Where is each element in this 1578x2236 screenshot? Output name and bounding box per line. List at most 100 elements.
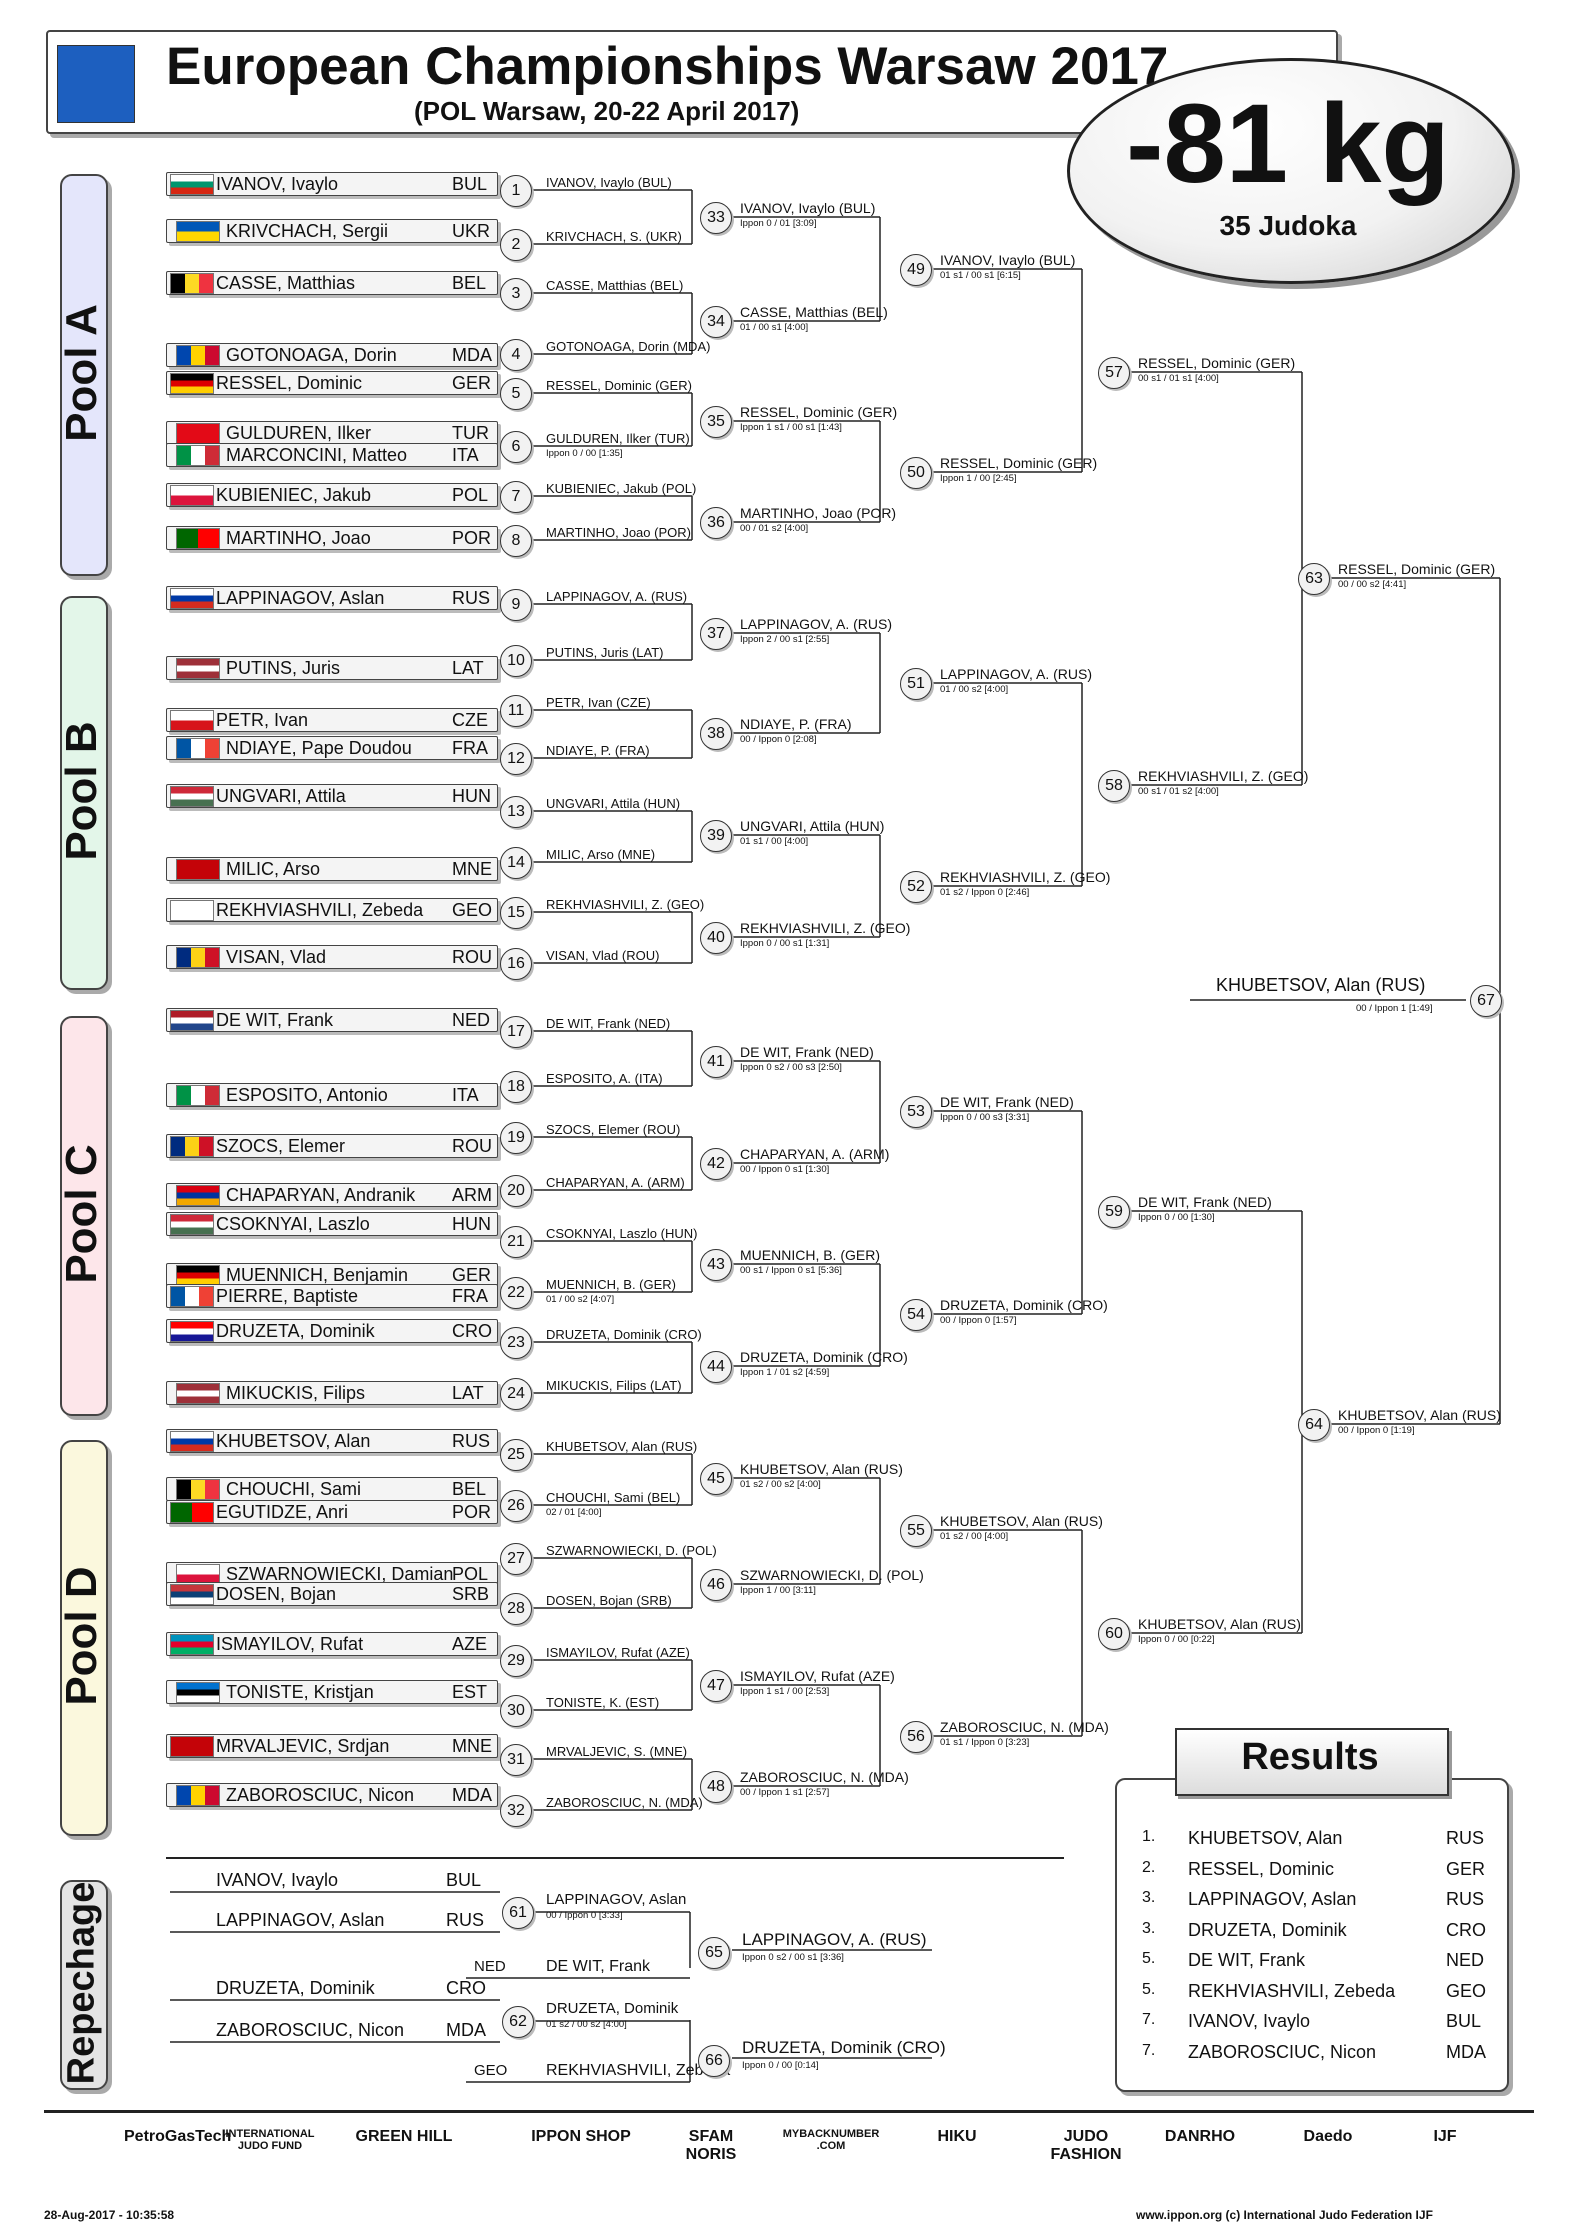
entry-name: MUENNICH, Benjamin <box>226 1265 409 1285</box>
entry-box <box>166 1500 498 1524</box>
match-score: 01 s2 / 00 s2 [4:00] <box>546 2019 627 2030</box>
entry-name: ISMAYILOV, Rufat <box>216 1634 364 1654</box>
match-result: ZABOROSCIUC, N. (MDA) <box>546 1795 703 1810</box>
match-winner: KHUBETSOV, Alan (RUS) <box>1338 1407 1501 1423</box>
entry-name: DE WIT, Frank <box>216 1010 334 1030</box>
match-result: VISAN, Vlad (ROU) <box>546 948 660 963</box>
match-result: CHOUCHI, Sami (BEL) <box>546 1490 681 1505</box>
repechage-winner: DRUZETA, Dominik <box>546 2000 679 2017</box>
match-winner: IVANOV, Ivaylo (BUL) <box>740 200 876 216</box>
entry-box <box>166 708 498 732</box>
pool-label: Pool C <box>57 1144 106 1284</box>
entry-box <box>166 857 498 881</box>
match-circle: 16 <box>500 948 532 980</box>
sponsor-logo: DANRHO <box>1164 2128 1236 2145</box>
match-circle: 32 <box>500 1795 532 1827</box>
match-score: Ippon 0 s2 / 00 s1 [3:36] <box>742 1952 844 1963</box>
match-circle: 50 <box>900 457 932 489</box>
match-winner: DE WIT, Frank (NED) <box>940 1094 1074 1110</box>
flag-icon <box>176 1185 220 1206</box>
match-winner: DE WIT, Frank (NED) <box>740 1044 874 1060</box>
pool-frame <box>60 596 108 990</box>
match-circle: 52 <box>900 871 932 903</box>
match-score: Ippon 0 / 00 s3 [3:31] <box>940 1112 1030 1123</box>
results-banner <box>1175 1728 1449 1796</box>
match-winner: ZABOROSCIUC, N. (MDA) <box>740 1769 909 1785</box>
entry-name: KRIVCHACH, Sergii <box>226 221 389 241</box>
repechage-label: Repechage <box>60 1881 103 2085</box>
match-winner: RESSEL, Dominic (GER) <box>1138 355 1296 371</box>
entry-country: POR <box>452 528 492 548</box>
flag-icon <box>170 588 214 609</box>
repechage-opp-country: NED <box>474 1958 506 1975</box>
entry-name: DOSEN, Bojan <box>216 1584 337 1604</box>
match-circle: 34 <box>700 306 732 338</box>
repechage-name: IVANOV, Ivaylo <box>216 1870 339 1890</box>
match-winner: UNGVARI, Attila (HUN) <box>740 818 885 834</box>
entry-box <box>166 172 498 196</box>
match-circle: 46 <box>700 1569 732 1601</box>
ejc-logo <box>57 45 135 123</box>
match-circle: 54 <box>900 1299 932 1331</box>
results-place: 3. <box>1142 1889 1156 1906</box>
repechage-country: MDA <box>446 2020 486 2040</box>
flag-icon <box>170 1010 214 1031</box>
match-winner: REKHVIASHVILI, Z. (GEO) <box>1138 768 1309 784</box>
entry-name: PUTINS, Juris <box>226 658 341 678</box>
sponsor-logo: SFAM NORIS <box>685 2128 737 2163</box>
match-result: MUENNICH, B. (GER) <box>546 1277 676 1292</box>
match-circle: 63 <box>1298 563 1330 595</box>
entry-name: CHOUCHI, Sami <box>226 1479 362 1499</box>
flag-icon <box>170 1584 214 1605</box>
repechage-country: BUL <box>446 1870 482 1890</box>
entry-name: ESPOSITO, Antonio <box>226 1085 388 1105</box>
entry-name: ZABOROSCIUC, Nicon <box>226 1785 415 1805</box>
match-score: 02 / 01 [4:00] <box>546 1507 602 1518</box>
match-circle: 18 <box>500 1071 532 1103</box>
weight-category: -81 kg <box>1126 81 1450 206</box>
match-score: 01 s2 / 00 [4:00] <box>940 1531 1009 1542</box>
entry-name: KUBIENIEC, Jakub <box>216 485 372 505</box>
results-name: ZABOROSCIUC, Nicon <box>1188 2041 1377 2062</box>
results-name: LAPPINAGOV, Aslan <box>1188 1889 1357 1909</box>
match-result: RESSEL, Dominic (GER) <box>546 378 692 393</box>
match-result: KHUBETSOV, Alan (RUS) <box>546 1439 698 1454</box>
match-circle: 27 <box>500 1543 532 1575</box>
match-circle: 21 <box>500 1226 532 1258</box>
sponsor-logo: HIKU <box>937 2128 977 2145</box>
match-circle: 25 <box>500 1439 532 1471</box>
entry-box <box>166 1429 498 1453</box>
match-score: 00 / 01 s2 [4:00] <box>740 523 809 534</box>
pool-label: Pool B <box>57 721 106 861</box>
match-circle: 42 <box>700 1148 732 1180</box>
sponsor-logo: IJF <box>1433 2128 1457 2145</box>
entry-box <box>166 371 498 395</box>
repechage-country: RUS <box>446 1910 485 1930</box>
entry-country: FRA <box>452 1286 488 1306</box>
flag-icon <box>170 1321 214 1342</box>
match-result: DOSEN, Bojan (SRB) <box>546 1593 672 1608</box>
weight-badge <box>1067 58 1515 284</box>
entry-country: CZE <box>452 710 488 730</box>
match-score: 00 / Ippon 0 [1:57] <box>940 1315 1017 1326</box>
repechage-frame <box>60 1880 108 2090</box>
entry-box <box>166 784 498 808</box>
flag-icon <box>176 658 220 679</box>
repechage-country: CRO <box>446 1978 486 1998</box>
judoka-count: 35 Judoka <box>1219 210 1357 241</box>
entry-country: LAT <box>452 1383 484 1403</box>
match-winner: RESSEL, Dominic (GER) <box>1338 561 1496 577</box>
entry-name: CSOKNYAI, Laszlo <box>216 1214 370 1234</box>
repechage-final-winner: LAPPINAGOV, A. (RUS) <box>742 1930 927 1949</box>
flag-icon <box>176 528 220 549</box>
flag-icon <box>176 1785 220 1806</box>
entry-country: MDA <box>452 345 492 365</box>
match-score: Ippon 0 / 00 [0:22] <box>1138 1634 1215 1645</box>
results-place: 5. <box>1142 1950 1156 1967</box>
entry-country: BUL <box>452 174 488 194</box>
entry-name: IVANOV, Ivaylo <box>216 174 339 194</box>
entry-name: PETR, Ivan <box>216 710 309 730</box>
results-place: 5. <box>1142 1980 1156 1998</box>
match-result: DRUZETA, Dominik (CRO) <box>546 1327 702 1342</box>
